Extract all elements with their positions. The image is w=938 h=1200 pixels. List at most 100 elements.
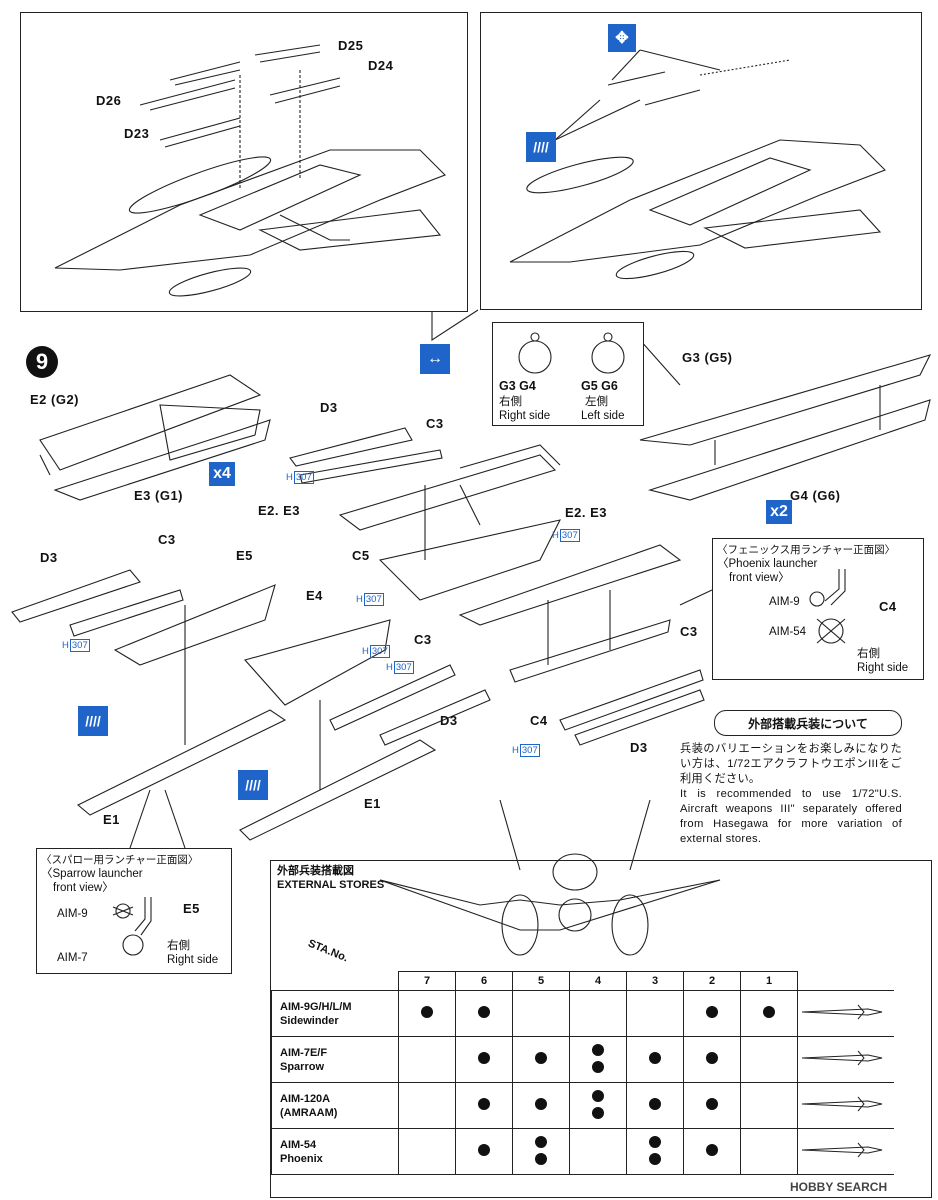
loaded-marker [649,1052,661,1064]
station-cell [512,1128,570,1175]
part-label-e3-g1: E3 (G1) [134,488,184,503]
missile-silhouette-cell [797,1036,894,1083]
loaded-marker [706,1098,718,1110]
station-cell [455,990,513,1037]
loaded-marker [649,1152,661,1165]
weapon-designation: AIM-7E/F [280,1046,328,1059]
tank-right-en: Right side [499,410,551,422]
missile-silhouette [801,1096,883,1112]
station-cell [740,1082,798,1129]
station-cell [512,1082,570,1129]
loaded-marker [592,1089,604,1102]
station-cell [398,1036,456,1083]
loaded-marker [478,1052,490,1064]
missile-silhouette [801,1004,883,1020]
sparrow-aim9-label: AIM-9 [57,908,88,920]
part-label-g3-g5: G3 (G5) [682,350,733,365]
missile-silhouette [801,1142,883,1158]
phoenix-side-en: Right side [857,662,909,674]
station-cell [455,1082,513,1129]
stores-row: AIM-120A(AMRAAM) [271,1082,894,1129]
part-label-e1: E1 [103,812,120,827]
part-label-d3: D3 [440,713,458,728]
loaded-marker [535,1052,547,1064]
station-cell [683,1082,741,1129]
station-cell [626,1036,684,1083]
station-cell [455,1128,513,1175]
station-cell [626,1128,684,1175]
loaded-marker [592,1106,604,1119]
sparrow-side-jp: 右側 [167,940,190,952]
loaded-marker [706,1006,718,1018]
weapon-designation: AIM-54 [280,1138,317,1151]
missile-silhouette-cell [797,1128,894,1175]
loaded-marker [649,1098,661,1110]
station-cell [512,1036,570,1083]
part-label-c3: C3 [426,416,444,431]
tank-left-codes: G5 G6 [581,379,618,393]
station-cell [683,990,741,1037]
station-cell [569,990,627,1037]
loaded-marker [592,1060,604,1073]
paint-bars-icon: //// [526,132,556,162]
missile-silhouette [801,1050,883,1066]
loaded-marker [535,1152,547,1165]
swap-sides-icon: ↔ [420,344,450,374]
loaded-marker [649,1135,661,1148]
phoenix-launcher-front-view [809,569,846,644]
station-cell [398,1082,456,1129]
part-label-g4-g6: G4 (G6) [790,488,841,503]
loaded-marker [706,1144,718,1156]
sparrow-aim7-label: AIM-7 [57,952,88,964]
step-number-badge: 9 [26,346,58,378]
loaded-marker [763,1006,775,1018]
phoenix-title-jp: 〈フェニックス用ランチャー正面図〉 [717,544,896,556]
station-cell [569,1082,627,1129]
part-label-c4: C4 [530,713,548,728]
weapon-name: Phoenix [280,1152,323,1165]
weapon-designation: AIM-120A [280,1092,331,1105]
station-number: 4 [569,971,627,991]
quantity-badge-x2: x2 [766,500,792,524]
top-left-assembly-panel [20,12,468,312]
sparrow-title-en-1: 〈Sparrow launcher [41,868,143,880]
weapon-name-cell: AIM-120A(AMRAAM) [271,1082,399,1129]
station-cell [512,990,570,1037]
station-number: 3 [626,971,684,991]
station-number: 1 [740,971,798,991]
label-d23: D23 [124,126,150,141]
part-label-e2-e3: E2. E3 [565,505,608,520]
tank-left-en: Left side [581,410,625,422]
part-label-c3: C3 [680,624,698,639]
station-cell [740,1128,798,1175]
weapon-name: (AMRAAM) [280,1106,338,1119]
station-cell [740,990,798,1037]
note-jp: 兵装のバリエーションをお楽しみになりたい方は、1/72エアクラフトウエポンIII… [680,743,902,785]
sparrow-e5-label: E5 [183,901,200,916]
part-label-e1: E1 [364,796,381,811]
station-cell [455,1036,513,1083]
sparrow-title-jp: 〈スパロー用ランチャー正面図〉 [41,854,199,866]
station-cell [569,1036,627,1083]
part-label-c3: C3 [158,532,176,547]
loaded-marker [478,1006,490,1018]
phoenix-aim9-label: AIM-9 [769,596,800,608]
stores-title-jp: 外部兵装搭載図 [277,865,354,877]
loaded-marker [478,1098,490,1110]
swap-sides-icon: ✥ [608,24,636,52]
station-cell [398,990,456,1037]
note-en: It is recommended to use 1/72"U.S. Aircr… [680,788,902,845]
